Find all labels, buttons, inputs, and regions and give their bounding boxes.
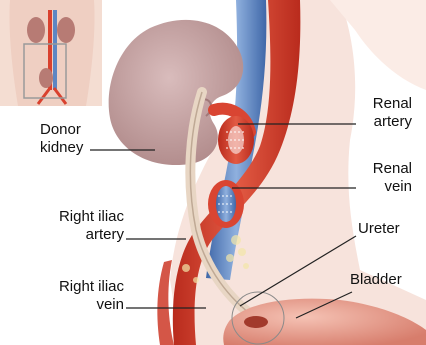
label-renal-vein: Renal vein (360, 160, 412, 196)
label-right-iliac-vein: Right iliac vein (36, 278, 124, 314)
label-right-iliac-artery: Right iliac artery (36, 208, 124, 244)
label-renal-artery: Renal artery (356, 95, 412, 131)
label-donor-kidney: Donor kidney (40, 121, 83, 157)
renal-vein-anastomosis (208, 180, 244, 228)
inset-body-thumbnail (0, 0, 102, 106)
label-bladder: Bladder (350, 271, 402, 289)
label-ureter: Ureter (358, 220, 400, 238)
